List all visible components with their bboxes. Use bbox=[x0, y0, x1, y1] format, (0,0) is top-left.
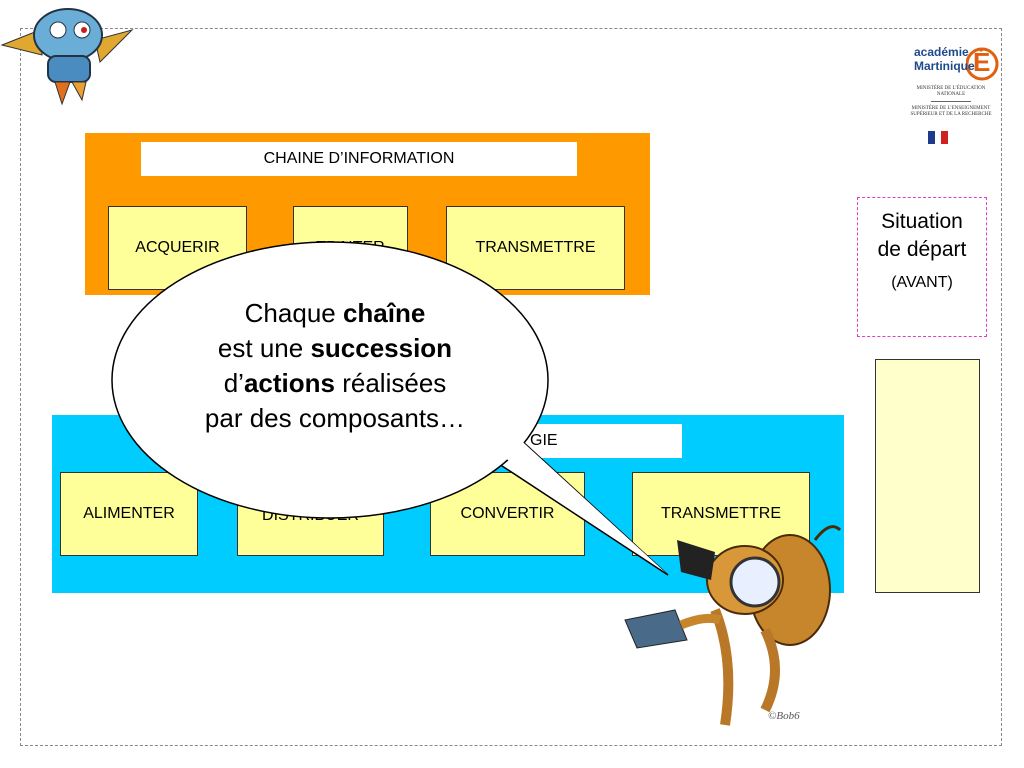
situation-line1: Situation bbox=[881, 210, 963, 233]
academie-logo: É académie Martinique MINISTÈRE DE L’ÉDU… bbox=[906, 40, 999, 150]
side-box bbox=[875, 359, 980, 593]
bubble-text: Chaque chaîne est une succession d’actio… bbox=[140, 296, 530, 436]
situation-line3: (AVANT) bbox=[891, 274, 953, 291]
french-flag-icon bbox=[928, 131, 948, 144]
bug-character-illustration bbox=[624, 525, 842, 726]
action-transmettre-info: TRANSMETTRE bbox=[446, 206, 625, 290]
action-alimenter: ALIMENTER bbox=[60, 472, 198, 556]
bubble-line-2: est une succession bbox=[217, 333, 453, 363]
logo-ministry2: MINISTÈRE DE L’ENSEIGNEMENT SUPÉRIEUR ET… bbox=[910, 106, 992, 117]
action-acquerir: ACQUERIR bbox=[108, 206, 247, 290]
slide-frame bbox=[20, 28, 1002, 746]
situation-box: Situation de départ (AVANT) bbox=[857, 197, 987, 337]
bubble-line-1: Chaque chaîne bbox=[244, 298, 426, 328]
logo-ministry1: MINISTÈRE DE L’ÉDUCATION NATIONALE bbox=[916, 86, 986, 97]
logo-divider bbox=[931, 101, 971, 102]
bubble-line-3: d’actions réalisées bbox=[223, 368, 447, 398]
logo-e-icon bbox=[966, 47, 999, 81]
situation-line2: de départ bbox=[877, 238, 967, 261]
bubble-line-4: par des composants… bbox=[204, 403, 466, 433]
logo-letter: É bbox=[973, 47, 991, 77]
artist-signature: ©Bob6 bbox=[768, 710, 800, 722]
speech-bubble bbox=[111, 241, 669, 576]
information-chain-title: CHAINE D’INFORMATION bbox=[141, 142, 577, 176]
logo-line1: académie bbox=[914, 45, 969, 59]
robot-mascot-illustration bbox=[0, 8, 134, 106]
logo-line2: Martinique bbox=[914, 59, 975, 73]
